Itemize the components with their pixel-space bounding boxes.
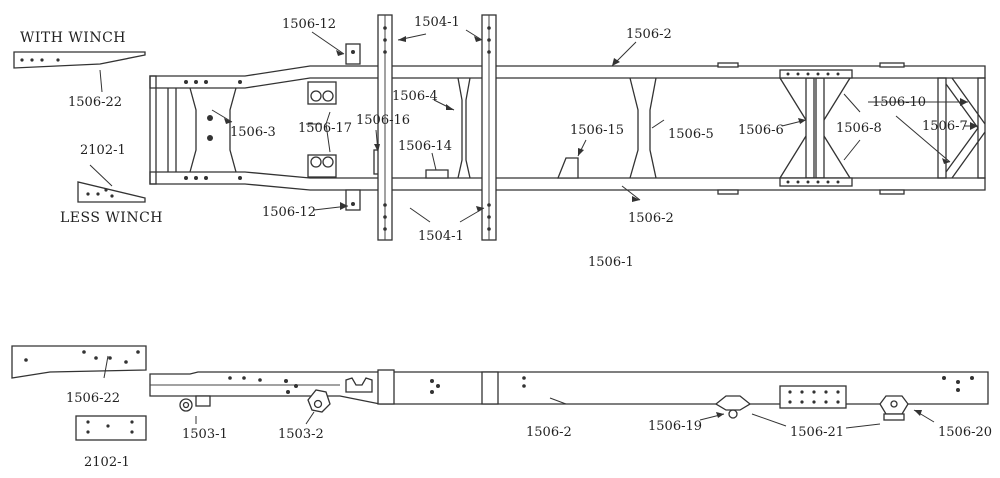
label-1506-2-mid: 1506-2 <box>628 211 674 226</box>
label-2102-1-top: 2102-1 <box>80 143 126 158</box>
label-1506-2-top: 1506-2 <box>626 27 672 42</box>
label-1506-12-bottom: 1506-12 <box>262 205 316 220</box>
leader-lines <box>89 29 978 429</box>
label-1506-3: 1506-3 <box>230 125 276 140</box>
rail-plate <box>717 62 739 68</box>
rail-plate <box>879 62 905 68</box>
label-1506-19: 1506-19 <box>648 419 702 434</box>
spring-shackle-1503-1 <box>179 395 211 412</box>
label-1503-1: 1503-1 <box>182 427 228 442</box>
rail-plate <box>879 189 905 195</box>
spring-hangers <box>377 14 497 241</box>
leader-arrowheads <box>224 36 978 418</box>
frame-assembly-label: 1506-1 <box>588 255 634 270</box>
label-1506-22-side: 1506-22 <box>66 391 120 406</box>
label-1506-15: 1506-15 <box>570 123 624 138</box>
winch-extension-plate <box>13 51 146 69</box>
frame-side-view <box>149 369 989 421</box>
rear-hanger-1506-19 <box>714 395 752 419</box>
frame-top-view <box>149 14 986 241</box>
label-1504-1-top: 1504-1 <box>414 15 460 30</box>
label-1503-2: 1503-2 <box>278 427 324 442</box>
rear-crossmember-1506-6 <box>779 69 853 187</box>
lower-side-rail <box>149 171 986 191</box>
label-1506-21: 1506-21 <box>790 425 844 440</box>
side-less-winch-plate <box>75 415 147 441</box>
label-1506-20: 1506-20 <box>938 425 992 440</box>
label-1506-17: 1506-17 <box>298 121 352 136</box>
label-1506-12-top: 1506-12 <box>282 17 336 32</box>
label-1506-16: 1506-16 <box>356 113 410 128</box>
label-2102-1-side: 2102-1 <box>84 455 130 470</box>
part-labels: WITH WINCH LESS WINCH 1506-1 1506-22 210… <box>20 15 992 470</box>
label-1506-22-top: 1506-22 <box>68 95 122 110</box>
side-hanger-front <box>377 369 395 405</box>
crossmember-1506-4 <box>457 77 471 179</box>
less-winch-plate <box>77 181 146 203</box>
side-bracket-top <box>345 377 373 393</box>
reinforcement-plate <box>779 385 847 409</box>
label-1506-10: 1506-10 <box>872 95 926 110</box>
rear-hanger-1506-20 <box>879 395 909 421</box>
less-winch-caption: LESS WINCH <box>60 210 163 226</box>
upper-side-rail <box>149 65 986 89</box>
with-winch-caption: WITH WINCH <box>20 30 126 46</box>
bottom-bracket-1506-12 <box>345 189 361 211</box>
side-hanger-rear <box>481 371 499 405</box>
side-winch-plate <box>11 345 147 379</box>
side-rail-holes <box>228 376 974 394</box>
label-1506-8: 1506-8 <box>836 121 882 136</box>
bracket-1506-14 <box>425 169 449 179</box>
label-1506-2-side: 1506-2 <box>526 425 572 440</box>
label-1506-14: 1506-14 <box>398 139 452 154</box>
rail-plate <box>717 189 739 195</box>
label-1504-1-bottom: 1504-1 <box>418 229 464 244</box>
front-end-plate <box>149 75 157 185</box>
spring-hanger-1503-2 <box>307 389 331 413</box>
spring-hanger-brackets <box>307 81 337 178</box>
label-1506-7: 1506-7 <box>922 119 968 134</box>
rear-end-crossmember <box>937 77 986 179</box>
bracket-1506-15 <box>557 157 579 179</box>
front-rail-holes <box>184 80 242 180</box>
label-1506-4: 1506-4 <box>392 89 438 104</box>
side-rail <box>149 371 989 405</box>
crossmember-1506-5 <box>629 77 657 179</box>
label-1506-5: 1506-5 <box>668 127 714 142</box>
front-crossmember <box>167 87 237 173</box>
label-1506-6: 1506-6 <box>738 123 784 138</box>
